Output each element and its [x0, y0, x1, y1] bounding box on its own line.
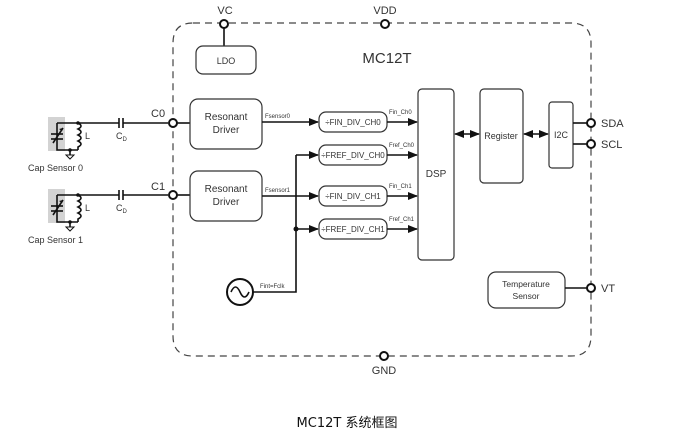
cap-sensor-0: L CD Cap Sensor 0 [28, 117, 168, 173]
pin-label-vt: VT [601, 283, 615, 295]
register-label: Register [484, 131, 518, 141]
dsp-block [417, 88, 455, 261]
pin-vdd [380, 19, 390, 29]
pin-scl [586, 139, 596, 149]
fref-div-ch1-label: ÷FREF_DIV_CH1 [321, 225, 385, 234]
pin-label-sda: SDA [601, 118, 624, 130]
ldo-block [195, 45, 257, 75]
pin-c0 [168, 118, 178, 128]
i2c-label: I2C [554, 130, 569, 140]
chip-title: MC12T [362, 50, 411, 67]
temperature-sensor-block [487, 271, 566, 309]
pin-vc [219, 19, 229, 29]
fref-div-ch0-label: ÷FREF_DIV_CH0 [321, 151, 385, 160]
pin-vt [586, 283, 596, 293]
resonant-driver-1 [189, 170, 263, 222]
signal-fref-ch0: Fref_Ch0 [389, 143, 415, 149]
pin-label-c1: C1 [151, 181, 165, 193]
pin-label-gnd: GND [372, 365, 397, 377]
sine-wave-icon [230, 286, 250, 298]
i2c-block [548, 101, 574, 169]
pin-label-vdd: VDD [373, 5, 396, 17]
sensor-0-label: Cap Sensor 0 [28, 163, 83, 173]
signal-fin-ch0: Fin_Ch0 [389, 110, 412, 116]
driver-1-label-2: Driver [213, 197, 240, 208]
pin-label-c0: C0 [151, 108, 165, 120]
figure-caption: MC12T 系统框图 [296, 416, 398, 431]
pin-sda [586, 118, 596, 128]
driver-1-label-1: Resonant [205, 184, 248, 195]
temp-label-1: Temperature [502, 279, 550, 289]
sensor-1-label: Cap Sensor 1 [28, 235, 83, 245]
pin-label-scl: SCL [601, 139, 622, 151]
chip-boundary [172, 22, 592, 357]
driver-0-label-1: Resonant [205, 112, 248, 123]
wire-fint-bus [253, 155, 297, 293]
signal-fin-ch1: Fin_Ch1 [389, 184, 412, 190]
resonant-driver-0 [189, 98, 263, 150]
sensor-1-cap-label: CD [116, 203, 128, 215]
fin-div-ch1-label: ÷FIN_DIV_CH1 [325, 192, 381, 201]
signal-fint: Fint=Fclk [260, 284, 286, 290]
cap-sensor-1: L CD Cap Sensor 1 [28, 189, 168, 245]
signal-fsensor1: Fsensor1 [265, 188, 291, 194]
ldo-label: LDO [217, 56, 236, 66]
signal-fsensor0: Fsensor0 [265, 114, 291, 120]
pin-gnd [379, 351, 389, 361]
fin-div-ch0-label: ÷FIN_DIV_CH0 [325, 118, 381, 127]
driver-0-label-2: Driver [213, 125, 240, 136]
pin-c1 [168, 190, 178, 200]
signal-fref-ch1: Fref_Ch1 [389, 217, 415, 223]
pin-label-vc: VC [217, 5, 232, 17]
dsp-label: DSP [426, 169, 447, 180]
sensor-0-cap-label: CD [116, 131, 128, 143]
temp-label-2: Sensor [513, 291, 540, 301]
sensor-0-inductor-label: L [85, 131, 90, 141]
sensor-1-inductor-label: L [85, 203, 90, 213]
